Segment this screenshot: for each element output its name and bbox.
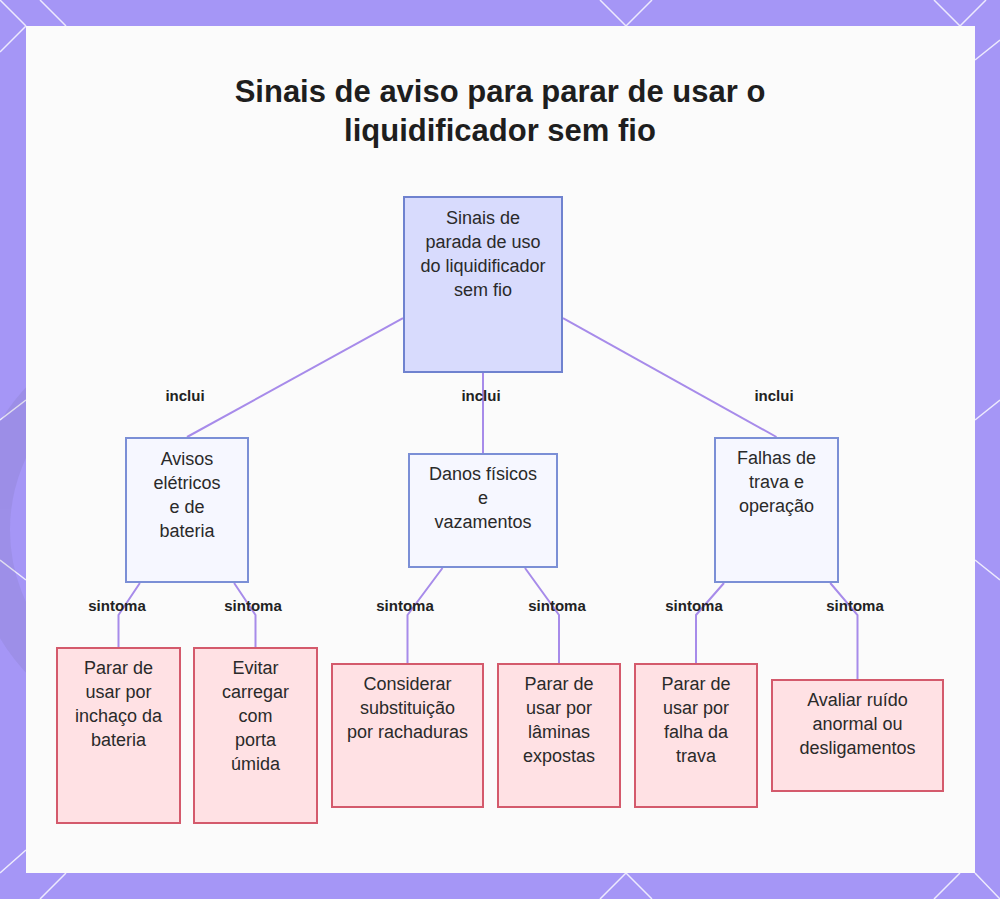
symptom-box: Evitar carregar com porta úmida (193, 647, 318, 824)
symptom-box: Parar de usar por inchaço da bateria (56, 647, 181, 824)
connector-line (525, 568, 559, 663)
edge-label: sintoma (665, 597, 723, 615)
connector-path (563, 318, 777, 437)
node-text: Parar de usar por falha da trava (654, 672, 738, 768)
connector-path (234, 583, 255, 647)
root-box: Sinais de parada de uso do liquidificado… (403, 196, 563, 373)
connector-line (563, 318, 777, 437)
connector-line (483, 373, 484, 453)
connector-line (187, 318, 403, 437)
connector-path (408, 568, 443, 663)
node-text: Considerar substituição por rachaduras (345, 672, 470, 744)
edge-label: sintoma (528, 597, 586, 615)
node-text: Danos físicos e vazamentos (428, 462, 538, 534)
node-text: Sinais de parada de uso do liquidificado… (419, 206, 547, 302)
connector-path (696, 583, 724, 663)
category-box: Avisos elétricos e de bateria (125, 437, 249, 583)
node-text: Parar de usar por inchaço da bateria (74, 656, 163, 752)
connector-path (119, 583, 140, 647)
edge-label: inclui (165, 387, 204, 405)
connector-path (187, 318, 403, 437)
symptom-box: Avaliar ruído anormal ou desligamentos (771, 679, 944, 792)
edge-label: inclui (754, 387, 793, 405)
node-text: Avisos elétricos e de bateria (147, 447, 227, 543)
symptom-box: Parar de usar por falha da trava (634, 663, 758, 808)
edge-label: sintoma (224, 597, 282, 615)
node-text: Evitar carregar com porta úmida (217, 656, 294, 776)
node-text: Parar de usar por lâminas expostas (517, 672, 601, 768)
title-text: Sinais de aviso para parar de usar o liq… (235, 74, 766, 148)
connector-path (525, 568, 559, 663)
edge-label: sintoma (88, 597, 146, 615)
symptom-box: Parar de usar por lâminas expostas (497, 663, 621, 808)
category-box: Danos físicos e vazamentos (408, 453, 558, 568)
diagram-title: Sinais de aviso para parar de usar o liq… (150, 72, 850, 150)
category-box: Falhas de trava e operação (714, 437, 839, 583)
node-text: Falhas de trava e operação (732, 446, 821, 518)
connector-line (408, 568, 443, 663)
edge-label: sintoma (826, 597, 884, 615)
connector-path (482, 373, 484, 453)
connector-line (119, 583, 140, 647)
node-text: Avaliar ruído anormal ou desligamentos (785, 688, 930, 760)
edge-label: sintoma (376, 597, 434, 615)
symptom-box: Considerar substituição por rachaduras (331, 663, 484, 808)
connector-line (696, 583, 724, 663)
connector-line (234, 583, 255, 647)
edge-label: inclui (461, 387, 500, 405)
